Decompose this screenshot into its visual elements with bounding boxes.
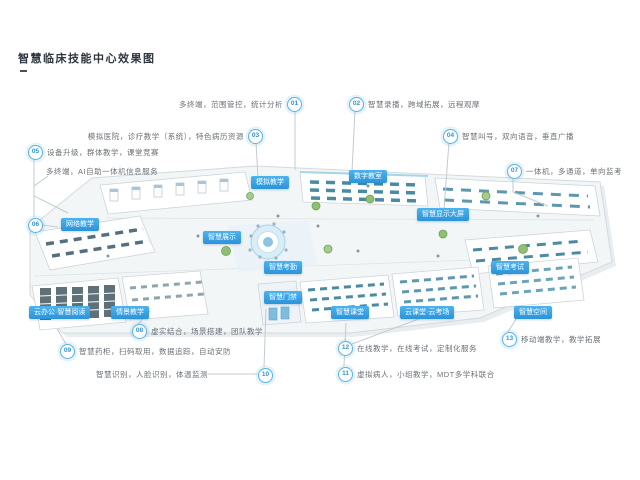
plan-badge-cloud-classroom: 云课堂·云考场 [400, 306, 455, 319]
bed-pillows-group [110, 179, 228, 192]
page-title: 智慧临床技能中心效果图 [18, 53, 156, 65]
tree-icon [481, 191, 491, 201]
callout-11-text: 虚拟病人，小组教学，MDT多学科联合 [357, 370, 495, 379]
plan-badge-smart-display: 智慧显示大屏 [417, 208, 469, 221]
callout-06-number: 06 [28, 218, 43, 233]
tree-icon [246, 192, 254, 200]
callout-07: 07 一体机，多通道，单向监考 [507, 164, 622, 179]
callout-09: 09 智慧药柜，扫码取用，数据追踪，自动安防 [60, 344, 231, 359]
callout-01: 01 多终端，范围管控，统计分析 [179, 97, 302, 112]
callout-10-text: 智慧识别，人脸识别，体温监测 [96, 370, 208, 379]
plan-badge-smart-exam: 智慧考试 [491, 261, 529, 274]
callout-02-text: 智慧录播，跨域拓展，远程观摩 [368, 100, 480, 109]
plan-badge-smart-space: 智慧空间 [514, 306, 552, 319]
entrance-doors [268, 306, 290, 321]
plan-badge-smart-access: 智慧门禁 [264, 291, 302, 304]
callout-07-text: 一体机，多通道，单向监考 [526, 167, 622, 176]
callout-05: 05 设备升级，群体教学，课堂竞赛 [28, 145, 159, 160]
plan-badge-smart-classroom: 智慧课堂 [331, 306, 369, 319]
reception-desk [248, 222, 288, 260]
plan-badge-scenario-teaching: 情景教学 [111, 306, 149, 319]
callout-03: 03 模拟医院，诊疗教学（系统），特色病历资源 [88, 129, 263, 144]
callout-08-number: 08 [132, 324, 147, 339]
callout-11: 11 虚拟病人，小组教学，MDT多学科联合 [338, 367, 495, 382]
callout-03-text: 模拟医院，诊疗教学（系统），特色病历资源 [87, 132, 244, 141]
callout-07-number: 07 [507, 164, 522, 179]
plan-badge-cloud-office: 云办公·智慧阅读 [29, 306, 91, 319]
callout-10-number: 10 [258, 368, 273, 383]
callout-09-text: 智慧药柜，扫码取用，数据追踪，自动安防 [79, 347, 231, 356]
callout-02: 02 智慧录播，跨域拓展，远程观摩 [349, 97, 480, 112]
plan-badge-smart-attendance: 智慧考勤 [264, 261, 302, 274]
tree-icon [221, 246, 231, 256]
callout-01-text: 多终端，范围管控，统计分析 [179, 100, 283, 109]
people-group [106, 184, 540, 258]
title-dash [20, 70, 27, 72]
beds-group [109, 178, 229, 202]
plan-badge-simulation-teaching: 模拟教学 [251, 176, 289, 189]
callout-08-text: 虚实结合，场景搭建，团队教学 [151, 327, 263, 336]
tree-icon [365, 194, 375, 204]
plan-badge-network-teaching: 网络教学 [61, 218, 99, 231]
room-cloud-classroom [391, 266, 485, 317]
callout-13: 13 移动端教学，教学拓展 [502, 332, 601, 347]
callout-12-number: 12 [338, 341, 353, 356]
callout-05-text: 设备升级，群体教学，课堂竞赛 [47, 148, 159, 157]
plan-badge-smart-exhibition: 智慧展示 [203, 231, 241, 244]
callout-01-number: 01 [287, 97, 302, 112]
plan-badge-digital-classroom: 数字教室 [349, 170, 387, 183]
callout-05-number: 05 [28, 145, 43, 160]
callout-13-number: 13 [502, 332, 517, 347]
callout-13-text: 移动端教学，教学拓展 [521, 335, 601, 344]
callout-12-text: 在线教学，在线考试，定制化服务 [357, 344, 477, 353]
trees-group [221, 191, 528, 256]
callout-03-number: 03 [248, 129, 263, 144]
callout-04-number: 04 [443, 129, 458, 144]
tree-icon [323, 244, 333, 254]
callout-06-text: 多终端，AI自助一体机信息服务 [46, 167, 159, 176]
callout-04-text: 智慧叫号，双向语音，垂直广播 [462, 132, 574, 141]
tree-icon [518, 244, 528, 254]
callout-08: 08 虚实结合，场景搭建，团队教学 [132, 324, 263, 339]
tree-icon [438, 229, 448, 239]
callout-09-number: 09 [60, 344, 75, 359]
callout-12: 12 在线教学，在线考试，定制化服务 [338, 341, 477, 356]
callout-02-number: 02 [349, 97, 364, 112]
callout-11-number: 11 [338, 367, 353, 382]
callout-04: 04 智慧叫号，双向语音，垂直广播 [443, 129, 574, 144]
tree-icon [311, 201, 321, 211]
